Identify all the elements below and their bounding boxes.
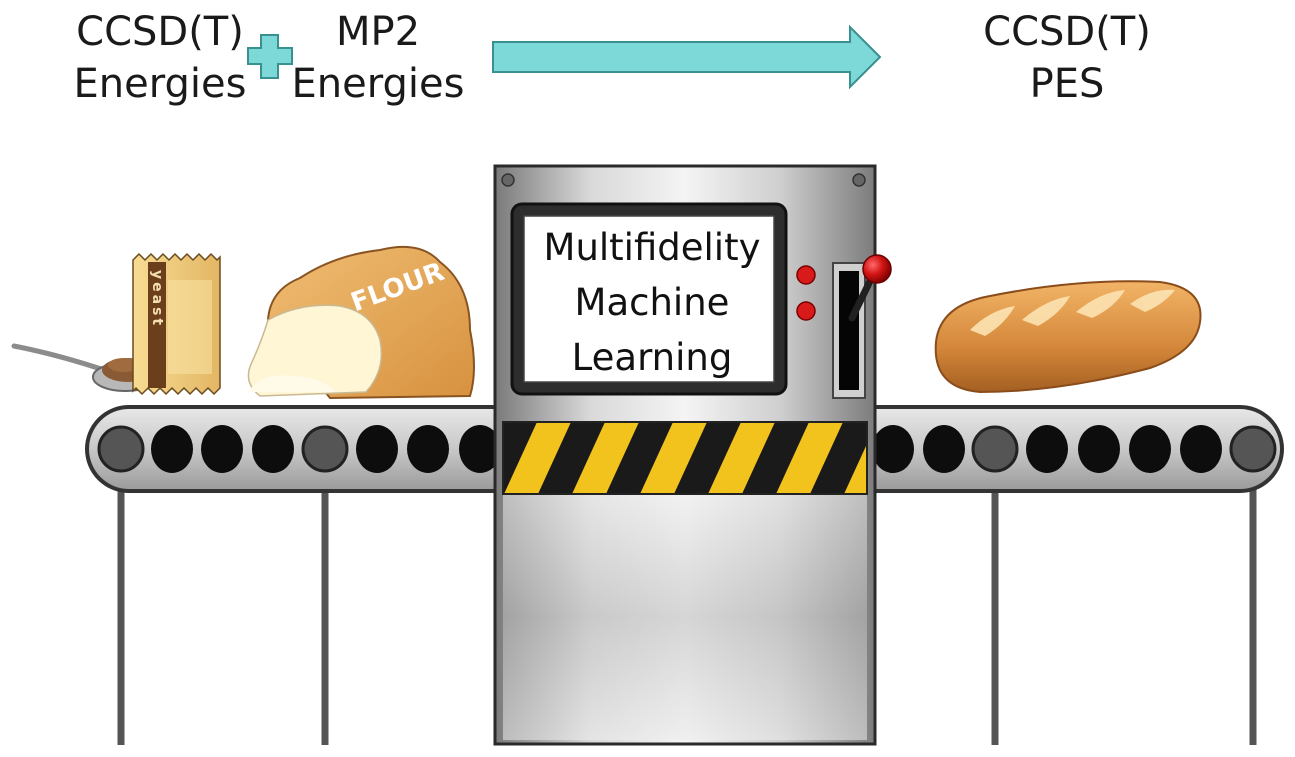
bread-loaf-icon: [934, 280, 1202, 394]
output-line2: PES: [1029, 61, 1105, 107]
indicator-light: [796, 265, 816, 285]
lever-icon: [832, 254, 892, 399]
input-mp2-line2: Energies: [291, 61, 465, 107]
output-line1: CCSD(T): [983, 9, 1151, 55]
conveyor-rollers: [97, 425, 1277, 473]
conveyor-legs: [117, 450, 1257, 745]
indicator-light: [796, 301, 816, 321]
machine-line3: Learning: [571, 336, 733, 379]
output-ccsd-pes-label: CCSD(T) PES: [975, 6, 1159, 110]
input-mp2-line1: MP2: [335, 9, 421, 55]
input-mp2-energies-label: MP2 Energies: [286, 6, 470, 110]
machine-screen-text: Multifidelity Machine Learning: [524, 220, 780, 385]
ml-machine: [493, 164, 892, 746]
machine-line2: Machine: [574, 281, 730, 324]
right-arrow-icon: [492, 24, 882, 90]
hazard-stripes: [503, 422, 867, 494]
machine-line1: Multifidelity: [543, 226, 761, 269]
input-ccsd-energies-label: CCSD(T) Energies: [70, 6, 250, 110]
input-ccsd-line1: CCSD(T): [76, 9, 244, 55]
plus-icon: [247, 34, 293, 79]
yeast-packet-icon: [132, 252, 221, 396]
flour-bag-icon: [247, 245, 475, 400]
input-ccsd-line2: Energies: [73, 61, 247, 107]
